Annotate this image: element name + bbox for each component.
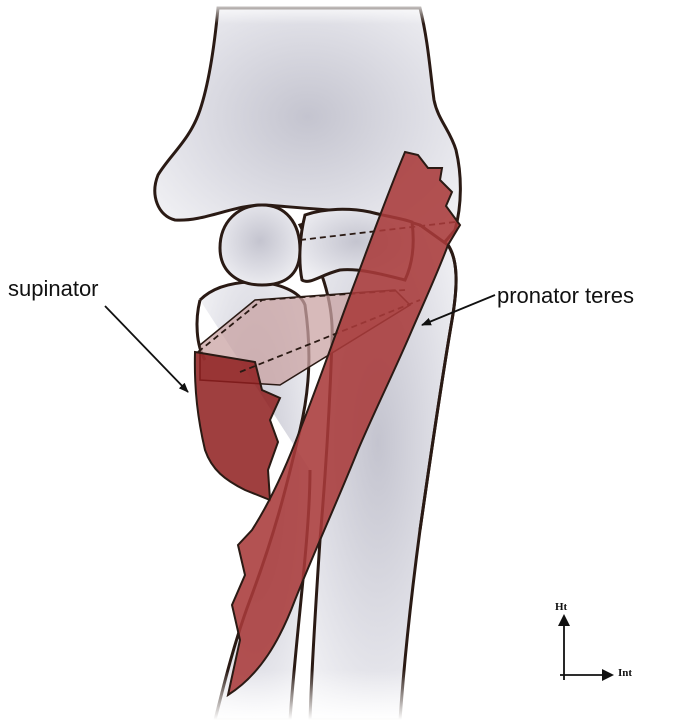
orientation-right-label: Int (618, 667, 632, 679)
supinator-label: supinator (8, 276, 99, 302)
pronator-teres-label: pronator teres (497, 283, 634, 309)
capitulum (220, 205, 300, 285)
supinator-pointer-arrow (105, 306, 188, 392)
orientation-up-label: Ht (555, 601, 567, 613)
up-arrow-icon (558, 614, 570, 626)
right-arrow-icon (602, 669, 614, 681)
orientation-compass (558, 614, 614, 681)
